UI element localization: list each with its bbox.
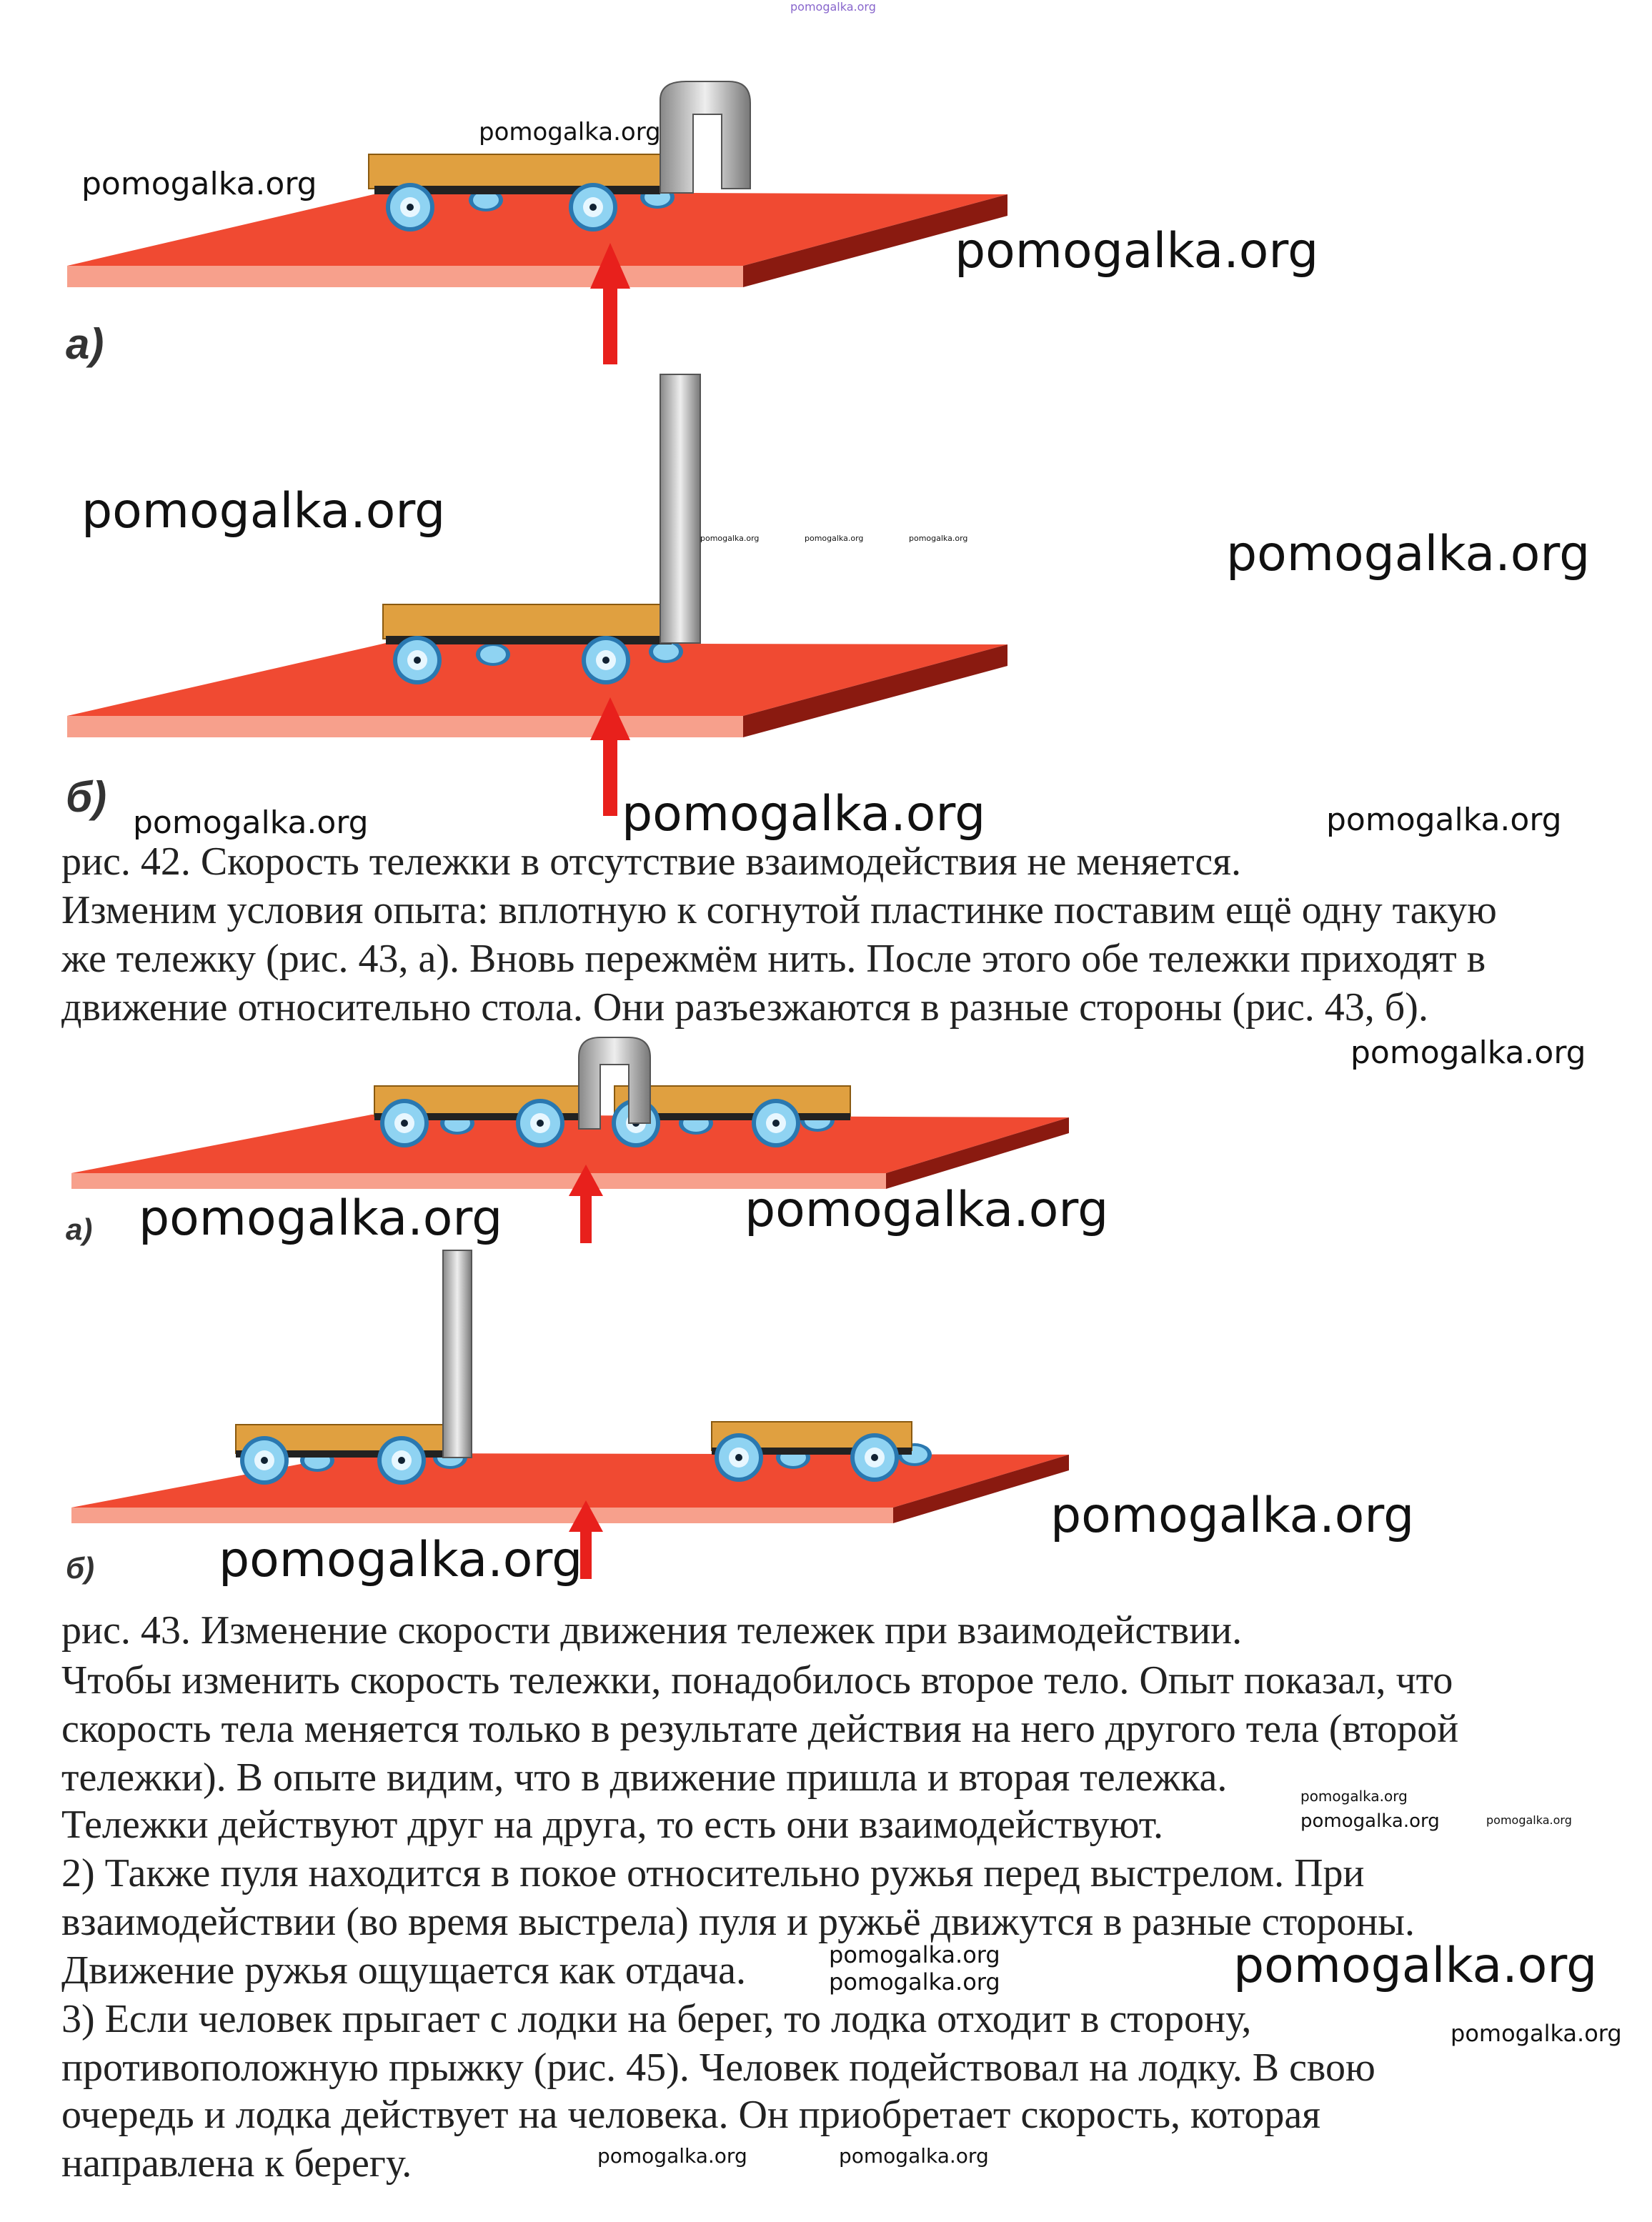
arrow-up-icon bbox=[569, 1500, 603, 1579]
figure-43a-label: а) bbox=[66, 1212, 93, 1246]
watermark: pomogalka.org bbox=[597, 2144, 747, 2168]
watermark: pomogalka.org bbox=[790, 0, 876, 14]
paragraph-line: направлена к берегу. bbox=[61, 2141, 412, 2186]
figure-43a bbox=[71, 1037, 1069, 1243]
watermark: pomogalka.org bbox=[81, 166, 317, 202]
watermark: pomogalka.org bbox=[1050, 1488, 1415, 1544]
straight-plate bbox=[442, 1250, 472, 1458]
paragraph-line: движение относительно стола. Они разъезж… bbox=[61, 985, 1428, 1030]
figure-42b bbox=[67, 374, 1007, 816]
figure-42-caption: рис. 42. Скорость тележки в отсутствие в… bbox=[61, 840, 1242, 884]
bent-plate bbox=[578, 1037, 651, 1130]
cart bbox=[368, 154, 675, 231]
watermark: pomogalka.org bbox=[133, 804, 369, 841]
bent-plate bbox=[660, 81, 751, 194]
watermark: pomogalka.org bbox=[700, 534, 760, 543]
watermark: pomogalka.org bbox=[1486, 1813, 1572, 1827]
paragraph-line: очередь и лодка действует на человека. О… bbox=[61, 2093, 1320, 2137]
watermark: pomogalka.org bbox=[622, 786, 986, 842]
cart-left bbox=[235, 1424, 467, 1485]
paragraph-line: взаимодействии (во время выстрела) пуля … bbox=[61, 1900, 1415, 1944]
watermark: pomogalka.org bbox=[81, 483, 446, 539]
arrow-up-icon bbox=[590, 243, 630, 364]
watermark: pomogalka.org bbox=[805, 534, 864, 543]
straight-plate bbox=[660, 374, 701, 644]
paragraph-line: 3) Если человек прыгает с лодки на берег… bbox=[61, 1997, 1252, 2041]
cart-left bbox=[374, 1085, 582, 1147]
watermark: pomogalka.org bbox=[829, 1968, 1000, 1996]
paragraph-line: же тележку (рис. 43, а). Вновь пережмём … bbox=[61, 937, 1486, 981]
paragraph-line: Движение ружья ощущается как отдача. bbox=[61, 1948, 746, 1993]
watermark: pomogalka.org bbox=[1326, 802, 1562, 838]
watermark: pomogalka.org bbox=[745, 1182, 1109, 1238]
watermark: pomogalka.org bbox=[955, 223, 1319, 279]
figure-42a-label: а) bbox=[66, 320, 104, 368]
watermark: pomogalka.org bbox=[1233, 1938, 1598, 1994]
watermark: pomogalka.org bbox=[219, 1532, 583, 1588]
watermark: pomogalka.org bbox=[829, 1941, 1000, 1968]
arrow-up-icon bbox=[590, 697, 630, 816]
figure-43b-label: б) bbox=[66, 1551, 94, 1585]
watermark: pomogalka.org bbox=[139, 1190, 503, 1247]
figure-43b bbox=[71, 1250, 1069, 1579]
table-board bbox=[67, 191, 1007, 266]
paragraph-line: скорость тела меняется только в результа… bbox=[61, 1707, 1459, 1751]
paragraph-line: противоположную прыжку (рис. 45). Челове… bbox=[61, 2046, 1375, 2090]
figure-43-caption: рис. 43. Изменение скорости движения тел… bbox=[61, 1608, 1243, 1653]
figure-42a bbox=[67, 81, 1007, 364]
paragraph-line: Изменим условия опыта: вплотную к согнут… bbox=[61, 888, 1497, 932]
watermark: pomogalka.org bbox=[1300, 1810, 1440, 1832]
cart bbox=[382, 604, 683, 684]
watermark: pomogalka.org bbox=[1451, 2020, 1622, 2047]
watermark: pomogalka.org bbox=[1300, 1788, 1408, 1805]
paragraph-line: 2) Также пуля находится в покое относите… bbox=[61, 1851, 1365, 1895]
cart-right bbox=[711, 1421, 932, 1482]
watermark: pomogalka.org bbox=[479, 118, 661, 146]
figure-42b-label: б) bbox=[66, 773, 107, 821]
watermark: pomogalka.org bbox=[909, 534, 968, 543]
paragraph-line: Чтобы изменить скорость тележки, понадоб… bbox=[61, 1658, 1453, 1703]
watermark: pomogalka.org bbox=[1350, 1035, 1586, 1071]
paragraph-line: тележки). В опыте видим, что в движение … bbox=[61, 1755, 1228, 1800]
watermark: pomogalka.org bbox=[839, 2144, 989, 2168]
paragraph-line: Тележки действуют друг на друга, то есть… bbox=[61, 1803, 1163, 1847]
arrow-up-icon bbox=[569, 1165, 603, 1243]
watermark: pomogalka.org bbox=[1226, 526, 1591, 582]
cart-right bbox=[612, 1085, 851, 1147]
